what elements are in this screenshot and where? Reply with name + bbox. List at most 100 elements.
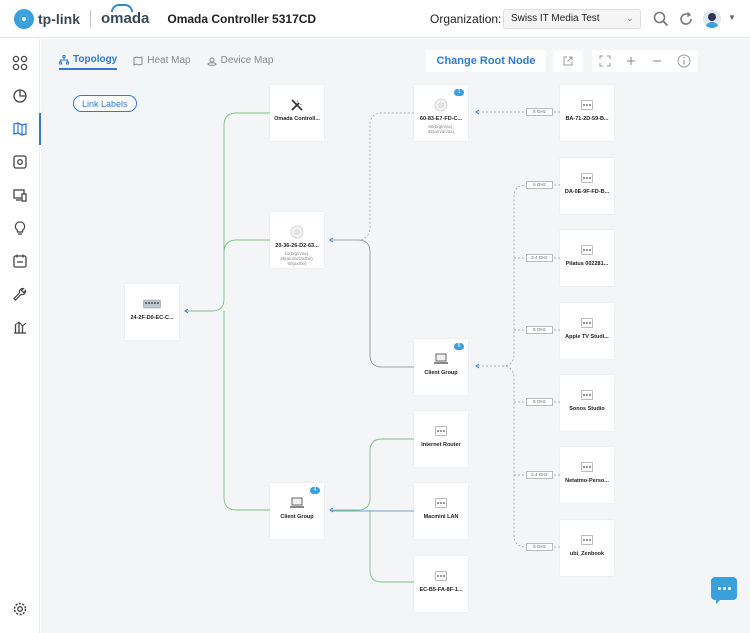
node-client-da0e[interactable]: DA-0E-9F-FD-B... [560, 158, 614, 214]
heat-map-icon [133, 55, 143, 66]
link-da0e [478, 184, 560, 367]
gear-icon [13, 602, 27, 616]
pie-chart-icon [13, 89, 27, 103]
organization-value: Swiss IT Media Test [511, 13, 600, 24]
node-client-sonos[interactable]: Sonos Studio [560, 375, 614, 431]
external-link-icon [563, 56, 573, 66]
organization-select[interactable]: Swiss IT Media Test ⌄ [503, 9, 641, 29]
user-avatar[interactable] [703, 10, 721, 28]
node-access-point[interactable]: 20-36-26-D2-63... 11(b/g/n/ax), 36(a/n/a… [270, 212, 324, 268]
tools-icon [287, 97, 307, 113]
link-ap-mesh [356, 112, 414, 241]
zoom-toolbar [592, 50, 698, 72]
clients-icon [13, 189, 27, 202]
node-client-pilatus[interactable]: Pilatus 002281... [560, 230, 614, 286]
sidebar-item-clients[interactable] [0, 179, 40, 211]
node-label: Client Group [280, 514, 314, 520]
sidebar-item-tools[interactable] [0, 278, 40, 310]
node-label: Macmini LAN [423, 514, 459, 520]
sidebar-item-logs[interactable] [0, 245, 40, 277]
sidebar-item-dashboard[interactable] [0, 47, 40, 79]
brand-tplink-text: tp-link [38, 10, 80, 27]
logs-icon [13, 254, 27, 268]
collapse-gateway-icon [184, 308, 189, 314]
node-client-macmini[interactable]: Macmini LAN [414, 483, 468, 539]
sidebar-item-statistics[interactable] [0, 80, 40, 112]
brand-separator [90, 9, 91, 28]
laptop-icon [287, 495, 307, 511]
device-icon [581, 245, 593, 255]
change-root-node-button[interactable]: Change Root Node [426, 50, 546, 72]
chat-dot [717, 587, 721, 590]
device-icon [435, 498, 447, 508]
node-access-point-mesh[interactable]: 1 60-83-E7-FD-C... 60(b/g/n/ax), 36(a/n/… [414, 85, 468, 141]
node-client-appletv[interactable]: Apple TV Studi... [560, 303, 614, 359]
client-count-badge: 1 [454, 89, 464, 96]
link-router [332, 438, 414, 511]
node-client-zenbook[interactable]: ubi_Zenbook [560, 520, 614, 576]
band-chip-ba71: 5 GHz [526, 108, 553, 116]
chat-support-button[interactable] [711, 577, 737, 604]
device-icon [581, 535, 593, 545]
fullscreen-icon[interactable] [599, 55, 611, 67]
device-icon [581, 318, 593, 328]
chat-dot [727, 587, 731, 590]
omada-logo-icon [111, 4, 133, 12]
node-label: Client Group [424, 370, 458, 376]
brand: tp-link omada Omada Controller 5317CD [14, 4, 317, 29]
sidebar-item-settings[interactable] [0, 593, 40, 625]
client-count-badge: 6 [454, 343, 464, 350]
node-label: ubi_Zenbook [569, 551, 605, 557]
search-icon[interactable] [652, 10, 670, 28]
view-tabs: Topology Heat Map Device Map [59, 54, 273, 70]
wrench-icon [13, 287, 27, 301]
node-gateway[interactable]: 24-2F-D0-EC-C... [125, 284, 179, 340]
tab-topology[interactable]: Topology [59, 54, 118, 70]
laptop-icon [431, 351, 451, 367]
info-icon[interactable] [677, 54, 691, 68]
node-label: Pilatus 002281... [565, 261, 609, 267]
node-client-internet-router[interactable]: Internet Router [414, 411, 468, 467]
zoom-out-icon[interactable] [651, 55, 663, 67]
device-icon [435, 571, 447, 581]
brand-omada-label: omada [101, 10, 150, 27]
link-labels-toggle[interactable]: Link Labels [73, 95, 137, 112]
user-menu-chevron-icon[interactable]: ▼ [728, 13, 736, 22]
sidebar-item-reports[interactable] [0, 311, 40, 343]
brand-omada-text: omada [101, 4, 150, 27]
device-icon [581, 100, 593, 110]
zoom-in-icon[interactable] [625, 55, 637, 67]
sidebar [0, 39, 41, 633]
tab-heat-map[interactable]: Heat Map [133, 54, 191, 70]
refresh-icon[interactable] [677, 10, 695, 28]
node-client-ba71[interactable]: BA-71-2D-59-B... [560, 85, 614, 141]
app-title: Omada Controller 5317CD [167, 11, 317, 26]
organization-label: Organization: [430, 12, 502, 26]
link-ap-client-group [332, 239, 414, 368]
device-icon [13, 155, 27, 169]
tab-device-map[interactable]: Device Map [207, 54, 273, 70]
chevron-down-icon: ⌄ [625, 13, 634, 24]
node-label: Apple TV Studi... [565, 334, 609, 340]
node-client-netatmo[interactable]: Netatmo-Perso... [560, 447, 614, 503]
tab-heat-map-label: Heat Map [147, 55, 191, 66]
sidebar-item-map[interactable] [0, 113, 41, 145]
node-omada-controller[interactable]: Omada Controll... [270, 85, 324, 141]
open-external-button[interactable] [553, 50, 583, 72]
band-chip-da0e: 6 GHz [526, 181, 553, 189]
tplink-logo-icon [14, 8, 34, 29]
node-channels: 11(b/g/n/ax), 36(a/n/ac/ax/be), 60(ax/be… [280, 251, 314, 266]
node-label: 20-36-26-D2-63... [275, 243, 319, 249]
node-channels: 60(b/g/n/ax), 36(a/n/ac/ax) [427, 124, 455, 134]
sidebar-item-devices[interactable] [0, 146, 40, 178]
node-client-group-wired[interactable]: 4 Client Group [270, 483, 324, 539]
switch-icon [142, 296, 162, 312]
access-point-icon [431, 97, 451, 113]
node-client-group-wireless[interactable]: 6 Client Group [414, 339, 468, 395]
device-icon [581, 173, 593, 183]
node-client-ecb5[interactable]: EC-B5-FA-8F-1... [414, 556, 468, 612]
dashboard-icon [12, 55, 28, 71]
sidebar-item-insights[interactable] [0, 212, 40, 244]
